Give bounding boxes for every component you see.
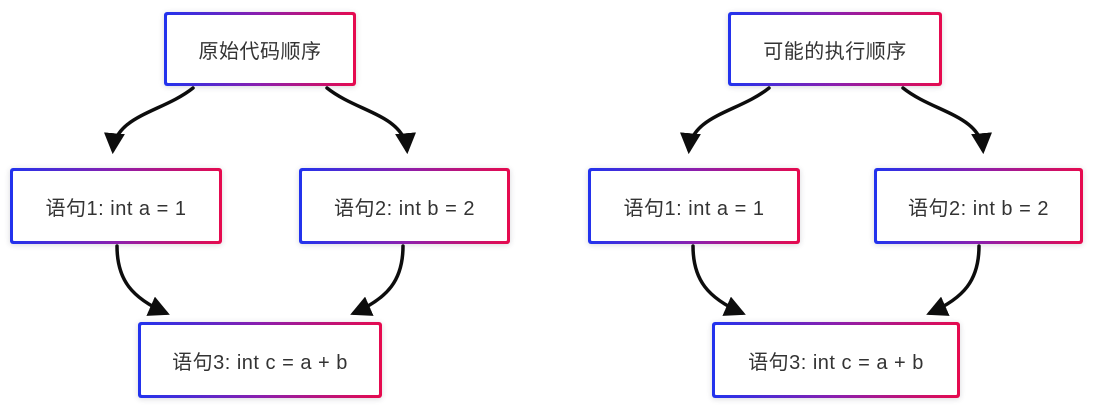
node-right-root: 可能的执行顺序 <box>728 12 942 86</box>
arrow-right-stmt1-to-stmt3 <box>691 244 746 316</box>
node-left-stmt3: 语句3: int c = a + b <box>138 322 382 398</box>
arrow-left-stmt2-to-stmt3 <box>350 244 405 316</box>
node-left-stmt1-body: 语句1: int a = 1 <box>13 171 219 241</box>
node-right-stmt2: 语句2: int b = 2 <box>874 168 1083 244</box>
arrow-right-stmt2-to-stmt3 <box>926 244 981 316</box>
node-label: 语句3: int c = a + b <box>748 351 924 374</box>
node-label: 语句2: int b = 2 <box>334 197 475 220</box>
node-label: 可能的执行顺序 <box>763 40 907 63</box>
node-label: 语句3: int c = a + b <box>172 351 348 374</box>
arrow-left-root-to-stmt1 <box>103 86 195 155</box>
node-label: 原始代码顺序 <box>198 40 322 63</box>
node-right-stmt3: 语句3: int c = a + b <box>712 322 960 398</box>
node-left-stmt3-body: 语句3: int c = a + b <box>141 325 379 395</box>
node-right-stmt2-body: 语句2: int b = 2 <box>877 171 1080 241</box>
node-left-root-body: 原始代码顺序 <box>167 15 353 83</box>
arrow-right-root-to-stmt1 <box>679 86 771 155</box>
arrow-left-root-to-stmt2 <box>325 86 417 155</box>
arrow-left-stmt1-to-stmt3 <box>115 244 170 316</box>
node-right-root-body: 可能的执行顺序 <box>731 15 939 83</box>
node-label: 语句1: int a = 1 <box>45 197 187 220</box>
node-right-stmt3-body: 语句3: int c = a + b <box>715 325 957 395</box>
node-left-stmt2: 语句2: int b = 2 <box>299 168 510 244</box>
node-label: 语句1: int a = 1 <box>623 197 765 220</box>
node-label: 语句2: int b = 2 <box>908 197 1049 220</box>
node-left-stmt2-body: 语句2: int b = 2 <box>302 171 507 241</box>
node-left-root: 原始代码顺序 <box>164 12 356 86</box>
node-right-stmt1-body: 语句1: int a = 1 <box>591 171 797 241</box>
arrow-right-root-to-stmt2 <box>901 86 993 155</box>
node-left-stmt1: 语句1: int a = 1 <box>10 168 222 244</box>
node-right-stmt1: 语句1: int a = 1 <box>588 168 800 244</box>
